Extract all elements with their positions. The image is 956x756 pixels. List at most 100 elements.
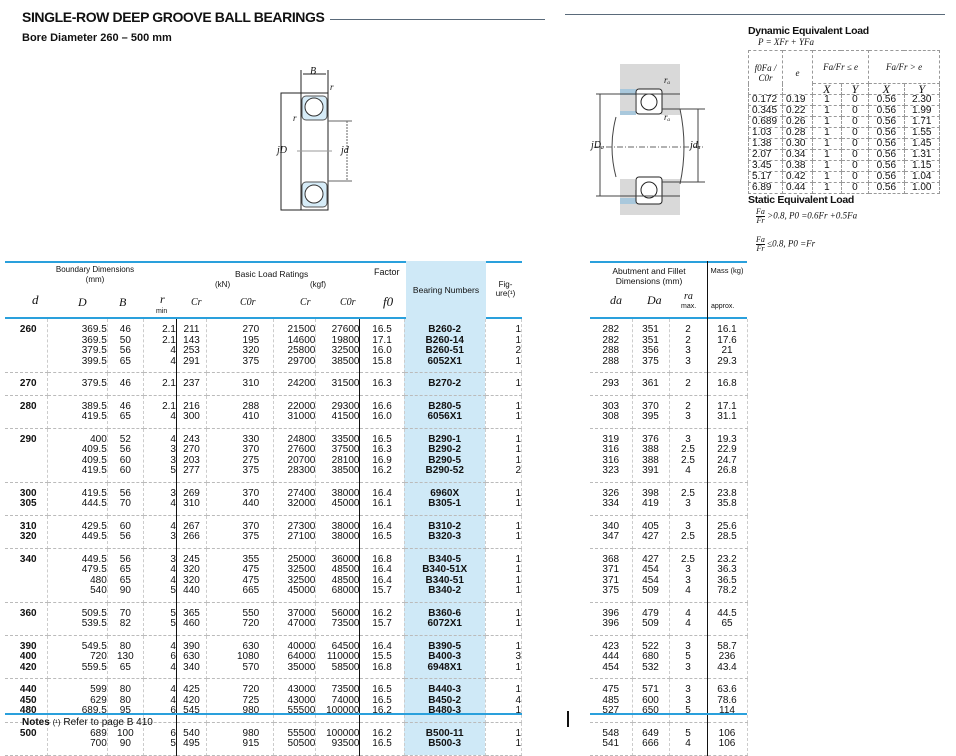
cell-value: B260-2 bbox=[428, 324, 462, 335]
cell-value: 549.5 bbox=[81, 640, 107, 652]
cell-value: 50 bbox=[119, 334, 131, 346]
cell-value: 24800 bbox=[287, 433, 316, 445]
cell-value: 290 bbox=[19, 433, 37, 445]
abutment-heading: Abutment and Fillet Dimensions (mm) bbox=[612, 266, 686, 286]
cell-value: B390-5 bbox=[428, 640, 462, 652]
cell-value: 1 bbox=[515, 684, 521, 695]
cell-value: 316 bbox=[602, 454, 620, 466]
sym-Cr-kn: Cr bbox=[191, 297, 202, 308]
cell-value: 23.8 bbox=[717, 487, 737, 499]
cell-value: 540 bbox=[183, 727, 200, 739]
cell-value: 31500 bbox=[331, 378, 360, 389]
sym-d: d bbox=[32, 292, 39, 307]
sym-min: min bbox=[156, 308, 168, 315]
cell-value: 5 bbox=[685, 727, 691, 739]
cell-value: 630 bbox=[242, 640, 260, 652]
dynamic-cell: 0.56 bbox=[868, 138, 905, 150]
cell-value: 211 bbox=[183, 324, 200, 335]
cell-value: 4 bbox=[170, 640, 176, 652]
cell-value: 532 bbox=[642, 661, 659, 673]
cell-value: 2 bbox=[685, 324, 691, 335]
cell-D: 379.5 bbox=[47, 372, 108, 396]
cell-B: 46 bbox=[107, 372, 144, 396]
cell-value: 64500 bbox=[331, 640, 360, 652]
label-d: jd bbox=[341, 145, 349, 156]
dynamic-cell: 1.03 bbox=[748, 127, 783, 139]
cell-value: 1 bbox=[515, 378, 521, 389]
cell-value: 56 bbox=[119, 345, 131, 356]
cell-value: 27300 bbox=[287, 520, 316, 532]
cell-value: 16.5 bbox=[372, 531, 392, 542]
cell-value bbox=[5, 739, 47, 750]
header-cond-le: Fa/Fr ≤ e bbox=[811, 50, 870, 84]
dynamic-cell: 1 bbox=[812, 149, 842, 161]
cell-value: 388 bbox=[642, 454, 659, 466]
cell-value: 4 bbox=[170, 433, 176, 445]
main-table-bottom-rule bbox=[5, 713, 522, 715]
cell-value: 100000 bbox=[326, 727, 360, 739]
cell-value bbox=[5, 346, 47, 357]
cell-value: 270 bbox=[242, 324, 260, 335]
cell-value: 509.5 bbox=[81, 607, 107, 619]
cell-value: 300 bbox=[183, 411, 200, 422]
sym-r: r bbox=[160, 292, 165, 306]
cell-value: 48500 bbox=[331, 564, 360, 575]
cell-value: 80 bbox=[119, 640, 131, 652]
cell-value: 479.5 bbox=[81, 564, 107, 575]
cell-value: 3 bbox=[685, 694, 691, 706]
cell-value: 16.6 bbox=[372, 400, 392, 412]
cell-value: 3 bbox=[685, 433, 691, 445]
cell-value: 28300 bbox=[287, 465, 316, 476]
cell-value: 29300 bbox=[331, 400, 360, 412]
cell-value: B400-3 bbox=[428, 651, 462, 662]
cell-value: 16.2 bbox=[372, 607, 392, 619]
dynamic-cell: 1.55 bbox=[903, 127, 941, 139]
cell-value: 303 bbox=[602, 400, 620, 412]
cell-value: 38500 bbox=[331, 465, 360, 476]
cell-value: 2.5 bbox=[681, 444, 695, 455]
cell-value: 409.5 bbox=[81, 444, 107, 455]
cell-value: 1 bbox=[515, 705, 521, 716]
cell-value: 1 bbox=[515, 640, 521, 652]
label-D: jD bbox=[277, 145, 288, 156]
cell-value: 5 bbox=[685, 705, 691, 716]
cell-mass: 16.8 bbox=[707, 372, 748, 396]
header-y2: Y bbox=[903, 83, 941, 95]
side-table-header: Abutment and Fillet Dimensions (mm) Mass… bbox=[590, 261, 747, 319]
cell-value: 16.8 bbox=[372, 661, 392, 673]
cell-value: 440 bbox=[183, 585, 200, 596]
cell-value: 33500 bbox=[331, 433, 360, 445]
cell-value: 320 bbox=[242, 345, 260, 356]
cell-value: 56000 bbox=[331, 607, 360, 619]
cell-value: 427 bbox=[642, 553, 659, 565]
cell-value: 2.1 bbox=[162, 334, 176, 346]
cell-value: 2.5 bbox=[681, 454, 695, 466]
cell-value: 32000 bbox=[287, 498, 316, 509]
cell-value: 419.5 bbox=[81, 465, 107, 476]
cell-value: 2.5 bbox=[681, 531, 695, 542]
cell-value: 22000 bbox=[287, 400, 316, 412]
